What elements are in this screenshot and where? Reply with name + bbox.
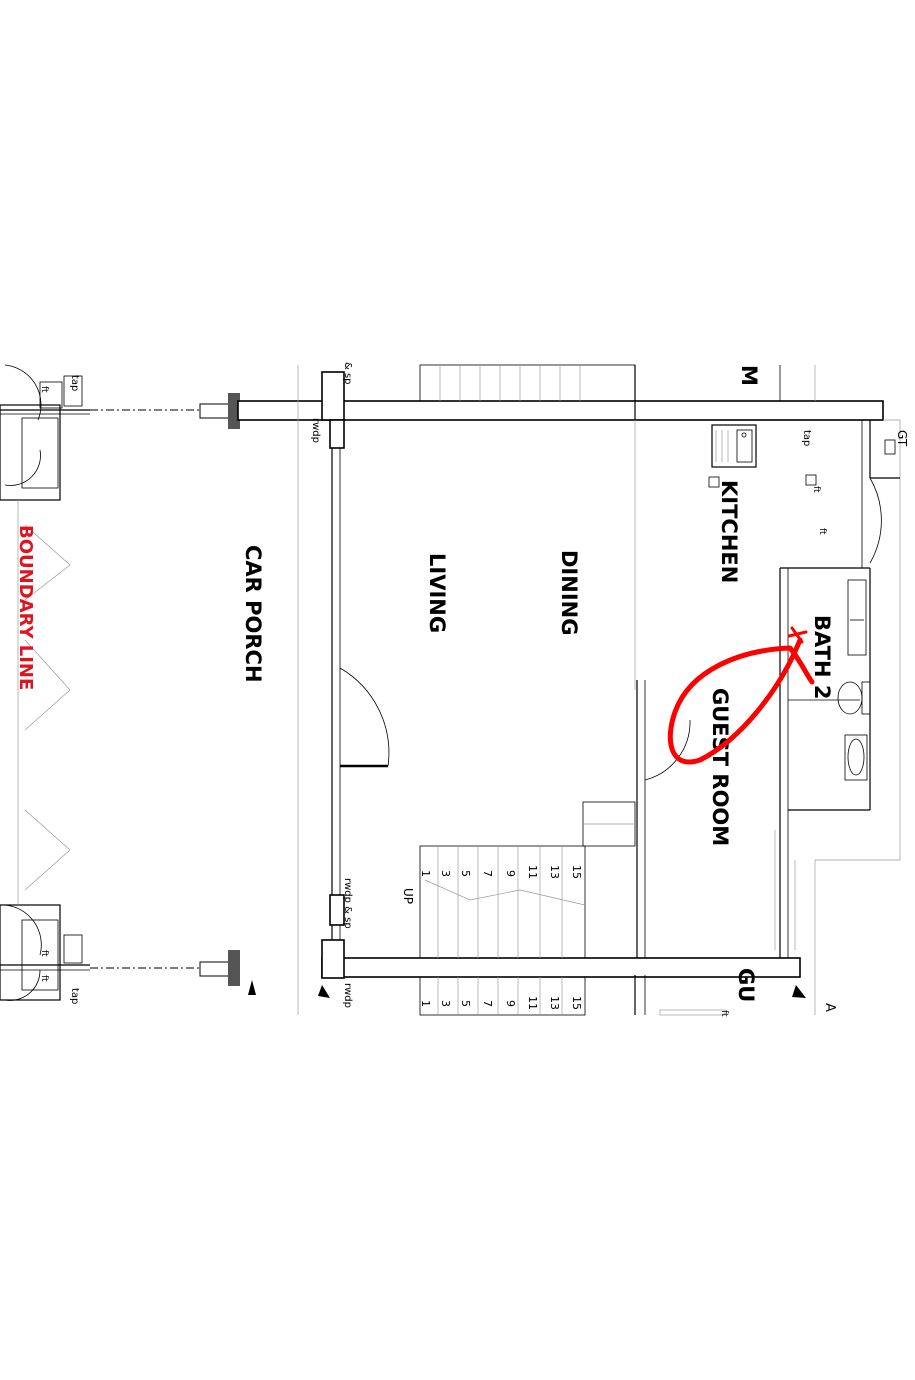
- rwdp-sp-label: & sp: [342, 362, 353, 385]
- car-porch-label: CAR PORCH: [241, 545, 265, 683]
- rwdp-label: rwdp: [310, 418, 321, 443]
- walls: [237, 365, 901, 1015]
- floor-trap-label: ft: [39, 386, 49, 393]
- floor-trap-icon: [805, 474, 817, 486]
- staircase-upper: [419, 364, 636, 402]
- room-labels: BOUNDARY LINE CAR PORCH LIVING DINING KI…: [15, 365, 834, 1002]
- washbasin-icon: [847, 579, 867, 656]
- stair-number: 9: [504, 1000, 517, 1007]
- stair-number: 11: [526, 996, 539, 1010]
- living-label: LIVING: [425, 553, 449, 633]
- bath-2-label: BATH 2: [810, 615, 834, 699]
- floor-trap-label: ft: [39, 950, 49, 957]
- up-label: UP: [401, 888, 415, 904]
- stair-number: 7: [481, 870, 494, 877]
- gate-rails: [90, 393, 240, 986]
- partial-label-a: A: [822, 1003, 837, 1012]
- stair-number: 13: [548, 865, 561, 879]
- arrow-icon: [248, 980, 256, 995]
- guest-room-label: GUEST ROOM: [708, 688, 732, 846]
- floor-trap-label: ft: [811, 486, 821, 493]
- rwdp-label: rwdp: [342, 983, 353, 1008]
- stair-number: 9: [504, 870, 517, 877]
- stair-number: 1: [419, 870, 432, 877]
- tap-fixture-icon: [63, 934, 83, 964]
- fixture-labels: tap ft tap ft ft & sp rwdp rwdp & sp rwd…: [39, 362, 909, 1017]
- stair-numbers-lower: 1 3 5 7 9 11 13 15: [419, 996, 583, 1010]
- staircase-lower: [419, 976, 726, 1016]
- stair-number: 5: [459, 870, 472, 877]
- dining-label: DINING: [557, 550, 581, 635]
- arrow-icon: [792, 985, 806, 998]
- red-annotation: [667, 626, 815, 765]
- tap-label: tap: [69, 375, 80, 391]
- floor-trap-label: ft: [719, 1010, 729, 1017]
- stair-number: 3: [439, 1000, 452, 1007]
- stair-number: 11: [526, 865, 539, 879]
- stair-number: 5: [459, 1000, 472, 1007]
- tap-fixture-icon: [63, 375, 83, 407]
- boundary-structures: [0, 364, 90, 1001]
- stair-number: 15: [570, 996, 583, 1010]
- fixtures: [63, 375, 896, 998]
- gate-post: [228, 950, 240, 986]
- kitchen-label: KITCHEN: [717, 480, 741, 583]
- rwdp-sp-label: rwdp & sp: [342, 878, 353, 929]
- stair-numbers-main: 1 3 5 7 9 11 13 15: [419, 865, 583, 879]
- stair-number: 1: [419, 1000, 432, 1007]
- floor-trap-label: ft: [39, 975, 49, 982]
- partial-room-label-bottom: GU: [734, 968, 758, 1002]
- toilet-icon: [837, 681, 871, 715]
- boundary-line-label: BOUNDARY LINE: [15, 525, 36, 690]
- partial-room-label-top: M: [737, 365, 761, 386]
- sink-icon: [711, 424, 757, 468]
- gully-trap-icon: [884, 439, 896, 455]
- basin-icon: [844, 734, 868, 781]
- tap-label: tap: [801, 430, 812, 446]
- arrow-icon: [318, 985, 330, 998]
- gate-post: [228, 393, 240, 429]
- stair-number: 3: [439, 870, 452, 877]
- gully-trap-label: GT: [895, 430, 909, 447]
- floor-trap-label: ft: [817, 528, 827, 535]
- stair-number: 7: [481, 1000, 494, 1007]
- stair-number: 13: [548, 996, 561, 1010]
- tap-fixture-icon: [708, 476, 720, 488]
- doors: [339, 477, 900, 781]
- tap-label: tap: [69, 988, 80, 1004]
- stair-number: 15: [570, 865, 583, 879]
- staircase-main: [419, 801, 636, 959]
